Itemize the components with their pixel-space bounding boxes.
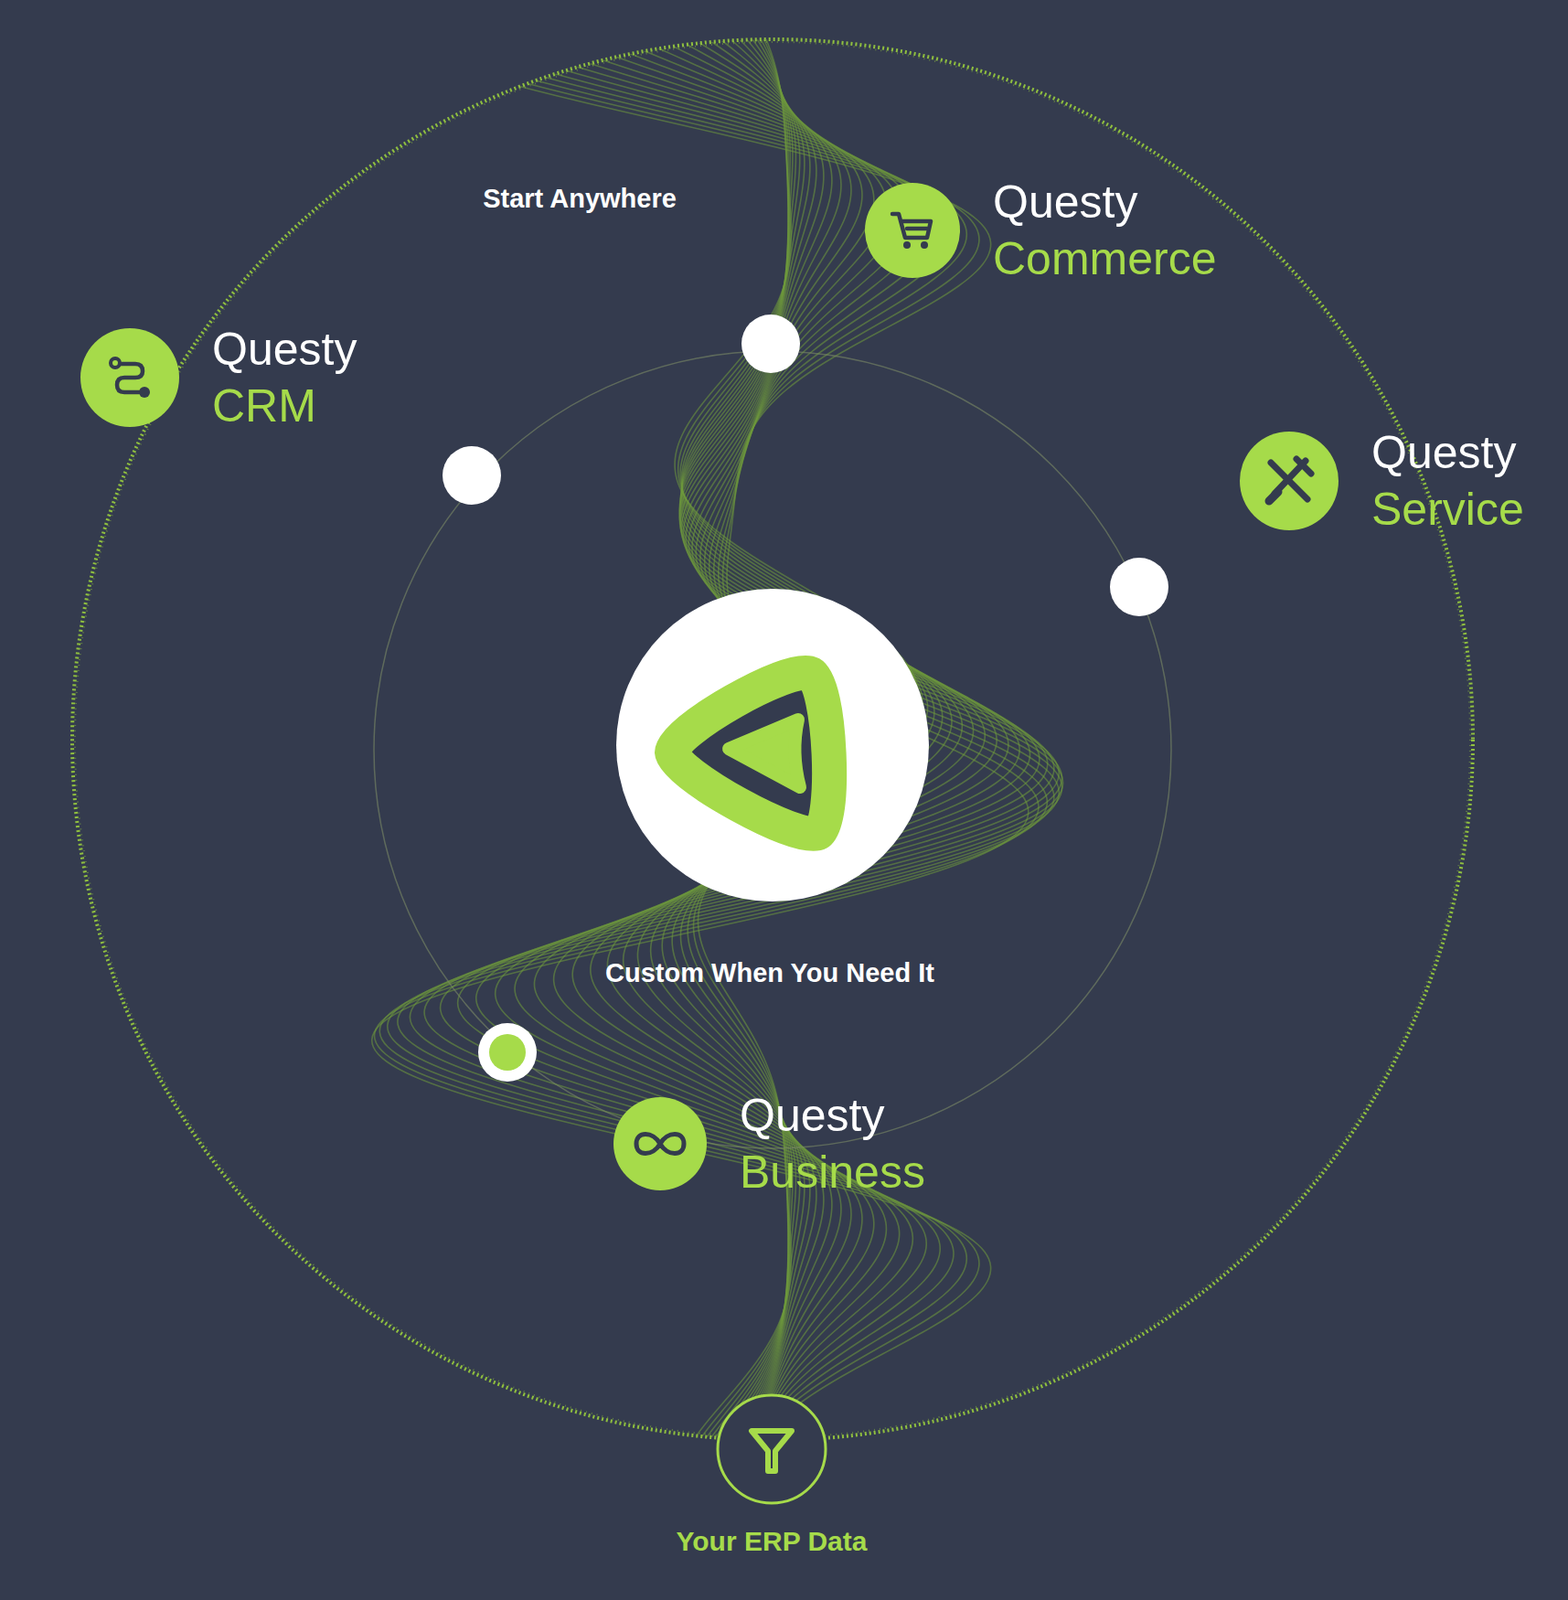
data-source-node: Your ERP Data <box>676 1393 868 1558</box>
product-icon <box>80 328 180 427</box>
wave-strand <box>590 30 997 1450</box>
node-texts: QuestyCRM <box>212 320 357 435</box>
node-heading: Questy <box>992 173 1216 231</box>
node-name: CRM <box>212 377 357 435</box>
wave-strand <box>440 30 1063 1450</box>
wave-strand <box>572 30 1009 1450</box>
product-icon <box>1239 431 1339 531</box>
product-node: QuestyService <box>1239 424 1525 538</box>
product-node: QuestyCommerce <box>864 173 1216 288</box>
orbit-dot <box>442 446 502 505</box>
wave-ribbon <box>372 30 1064 1450</box>
product-icon <box>864 182 960 278</box>
node-texts: QuestyBusiness <box>739 1087 926 1201</box>
node-heading: Questy <box>739 1087 926 1144</box>
orbit-dot-core <box>489 1034 526 1071</box>
section-label: Custom When You Need It <box>605 957 935 989</box>
wave-strand <box>374 30 1039 1450</box>
wave-strand <box>397 30 1059 1450</box>
center-logo <box>616 588 929 902</box>
product-node: QuestyCRM <box>80 320 357 435</box>
orbit-dot-active <box>478 1023 537 1082</box>
outer-ring <box>72 39 1473 1440</box>
product-icon <box>613 1097 707 1191</box>
wave-strand <box>533 30 1030 1450</box>
wave-strand <box>476 30 1055 1450</box>
product-node: QuestyBusiness <box>613 1087 926 1201</box>
outer-ring-grain <box>74 42 1471 1438</box>
wave-strand <box>495 30 1048 1450</box>
wave-strand <box>409 30 1062 1450</box>
wave-strand <box>514 30 1040 1450</box>
node-heading: Your ERP Data <box>676 1525 868 1558</box>
wave-strand <box>372 30 1029 1450</box>
wave-strand <box>458 30 1060 1450</box>
wave-strand <box>607 30 985 1450</box>
orbit-dot <box>1109 557 1169 617</box>
orbit-dot <box>741 314 800 374</box>
wave-strand <box>424 30 1064 1450</box>
node-heading: Questy <box>1371 424 1525 481</box>
node-name: Service <box>1371 480 1525 538</box>
node-texts: Your ERP Data <box>676 1525 868 1558</box>
node-texts: QuestyService <box>1371 424 1525 538</box>
inner-orbit <box>373 351 1172 1149</box>
wave-strand <box>554 30 1021 1450</box>
node-name: Commerce <box>992 230 1216 288</box>
node-texts: QuestyCommerce <box>992 173 1216 288</box>
wave-strand <box>387 30 1055 1450</box>
section-label: Start Anywhere <box>482 182 677 214</box>
node-heading: Questy <box>212 320 357 378</box>
product-icon <box>715 1393 828 1505</box>
node-name: Business <box>739 1143 926 1201</box>
